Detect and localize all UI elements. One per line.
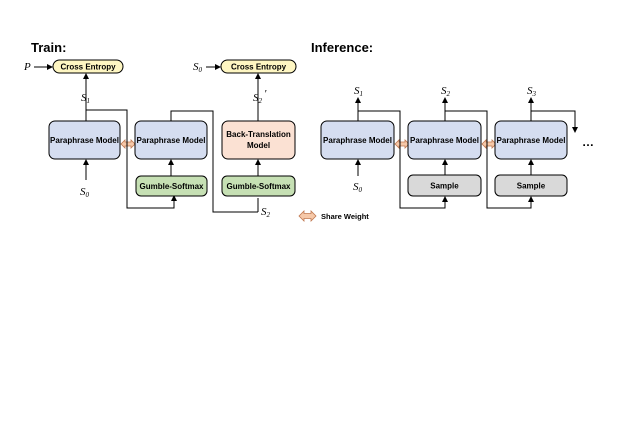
- share-weight-icon-inf-2: [481, 139, 497, 149]
- inf-s2-label: S2: [441, 85, 451, 98]
- sample-label-2: Sample: [517, 182, 546, 191]
- s1-to-gumble-wire: [86, 109, 177, 209]
- pm2-output-wire: [170, 110, 258, 213]
- inf-paraphrase-model-label-3: Paraphrase Model: [497, 136, 566, 145]
- sample-label-1: Sample: [430, 182, 459, 191]
- inf-s1-label: S1: [354, 85, 363, 98]
- inf-pm3-continue-wire: [530, 110, 578, 133]
- inf-paraphrase-model-label-1: Paraphrase Model: [323, 136, 392, 145]
- inf-pm1-to-sample1-wire: [357, 110, 448, 209]
- inf-paraphrase-model-label-2: Paraphrase Model: [410, 136, 479, 145]
- inf-s3-label: S3: [527, 85, 537, 98]
- share-weight-icon-inf-1: [394, 139, 410, 149]
- inf-pm2-to-sample2-wire: [444, 110, 534, 209]
- s0-label-top: S0: [193, 61, 203, 74]
- continuation-ellipsis: …: [582, 135, 594, 149]
- s0-label: S0: [80, 186, 90, 199]
- s2-prime-label: S2': [253, 88, 267, 105]
- gumble-softmax-label-2: Gumble-Softmax: [226, 182, 291, 191]
- paraphrase-model-label-2: Paraphrase Model: [137, 136, 206, 145]
- train-title: Train:: [31, 40, 66, 55]
- share-weight-legend-label: Share Weight: [321, 212, 369, 221]
- share-weight-icon-train: [120, 139, 136, 149]
- inf-s0-label: S0: [353, 181, 363, 194]
- s1-label: S1: [81, 92, 90, 105]
- cross-entropy-label-left: Cross Entropy: [60, 63, 116, 72]
- input-p-label: P: [23, 61, 31, 73]
- s2-label-train: S2: [261, 206, 271, 219]
- paraphrase-model-label-1: Paraphrase Model: [50, 136, 119, 145]
- gumble-softmax-label-1: Gumble-Softmax: [139, 182, 204, 191]
- back-translation-model-box: [221, 120, 296, 160]
- inference-title: Inference:: [311, 40, 373, 55]
- back-translation-label-line1: Back-Translation: [226, 130, 291, 139]
- share-weight-legend-icon: [298, 210, 317, 222]
- back-translation-label-line2: Model: [247, 141, 270, 150]
- cross-entropy-label-right: Cross Entropy: [231, 63, 287, 72]
